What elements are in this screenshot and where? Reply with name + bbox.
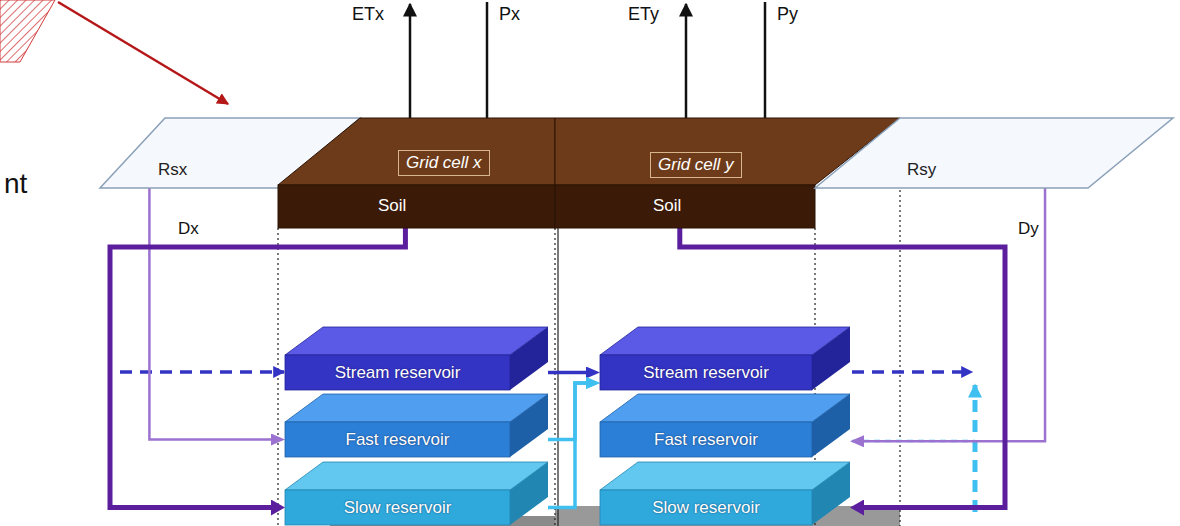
cell-boundary-lines <box>278 190 900 526</box>
map-fragment <box>0 0 55 62</box>
runoff-flow <box>149 188 271 440</box>
fast-flow <box>548 383 586 440</box>
reservoir-top <box>285 462 548 490</box>
surface-runoff-plane: Rsy <box>815 118 1175 188</box>
reservoir-top <box>285 327 548 355</box>
reservoir-label: Slow reservoir <box>652 498 760 518</box>
slow-reservoir: Slow reservoir <box>600 490 850 525</box>
soil-box: Grid cell y Soil <box>555 118 815 228</box>
soil-label: Soil <box>378 196 406 216</box>
stream-reservoir: Stream reservoir <box>600 355 850 390</box>
grid-cell-label: Grid cell x <box>398 150 490 176</box>
reservoir-side <box>510 462 548 525</box>
reservoir-side <box>812 394 850 457</box>
drainage-label: Dx <box>176 219 201 239</box>
flux-label: Py <box>775 4 800 25</box>
drainage-label: Dy <box>1016 219 1041 239</box>
fast-reservoir: Fast reservoir <box>285 422 548 457</box>
reservoir-front <box>285 422 510 457</box>
runoff-flow <box>864 188 1045 441</box>
stream-reservoir: Stream reservoir <box>285 355 548 390</box>
reservoir-front <box>600 422 812 457</box>
reservoir-label: Slow reservoir <box>344 498 452 518</box>
slow-reservoir: Slow reservoir <box>285 490 548 525</box>
cell-boundary-line <box>557 228 558 526</box>
outflow-arrow <box>852 370 972 374</box>
stream-flow <box>548 371 586 375</box>
runoff-label: Rsy <box>907 160 936 180</box>
inflow-arrow <box>120 370 284 374</box>
runoff-plane-shape <box>815 118 1175 188</box>
slow-flow <box>548 383 586 508</box>
flux-label: ETy <box>626 4 661 25</box>
reservoir-side <box>510 394 548 457</box>
reservoir-side <box>812 462 850 525</box>
reservoir-side <box>510 327 548 390</box>
reservoir-label: Stream reservoir <box>335 363 461 383</box>
soil-label: Soil <box>653 196 681 216</box>
soil-front <box>278 185 555 228</box>
fast-reservoir: Fast reservoir <box>600 422 850 457</box>
cut-off-text: nt <box>2 168 29 200</box>
baseflow-outflow-arrow <box>973 385 978 512</box>
soil-top <box>278 118 555 185</box>
grid-cell-label: Grid cell y <box>650 152 742 178</box>
reservoir-label: Stream reservoir <box>643 363 769 383</box>
pointer-arrow <box>58 2 228 104</box>
reservoir-label: Fast reservoir <box>346 430 450 450</box>
reservoir-top <box>285 394 548 422</box>
runoff-plane <box>815 118 1173 188</box>
soil-front <box>555 185 815 228</box>
reservoir-top <box>600 327 850 355</box>
reservoir-front <box>285 355 510 390</box>
flux-label: Px <box>497 4 522 25</box>
reservoir-front <box>600 355 812 390</box>
runoff-label: Rsx <box>158 160 187 180</box>
soil-block <box>278 118 555 228</box>
reservoir-top <box>600 394 850 422</box>
reservoir-front <box>600 490 812 525</box>
reservoir-front <box>285 490 510 525</box>
reservoir-label: Fast reservoir <box>654 430 758 450</box>
reservoir-top <box>600 462 850 490</box>
flux-label: ETx <box>350 4 386 25</box>
soil-box: Grid cell x Soil <box>278 118 555 228</box>
reservoir-side <box>812 327 850 390</box>
